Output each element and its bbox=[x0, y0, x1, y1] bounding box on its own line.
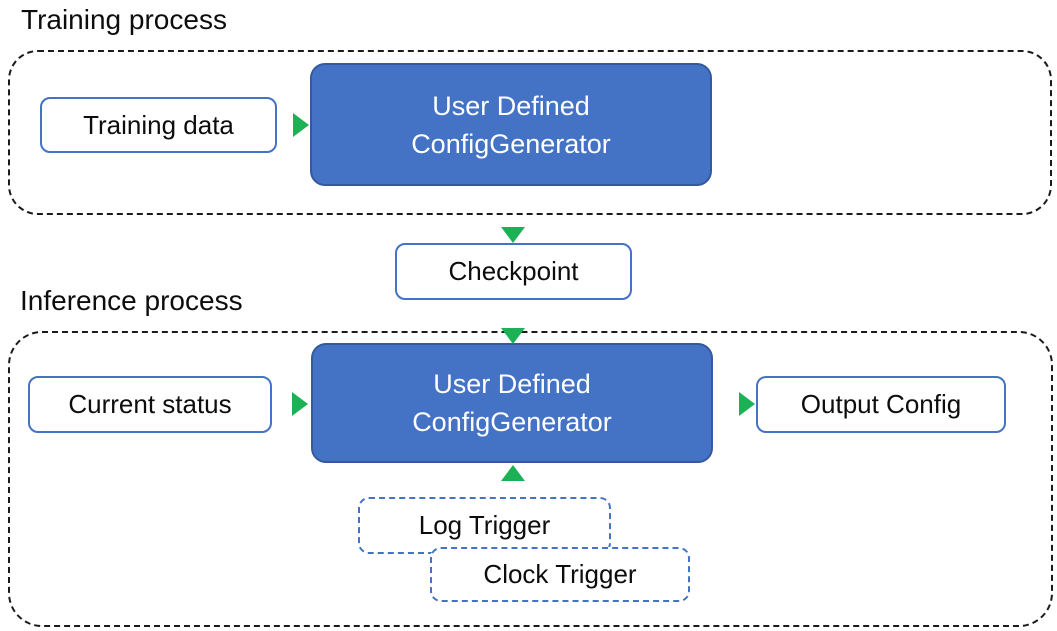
config-generator-inference-line2: ConfigGenerator bbox=[412, 407, 612, 437]
arrow-training-data-to-generator bbox=[276, 113, 309, 137]
inference-process-container bbox=[8, 331, 1053, 627]
training-process-label: Training process bbox=[21, 4, 227, 35]
arrow-head bbox=[739, 392, 755, 416]
arrow-checkpoint-to-generator bbox=[501, 301, 525, 344]
arrow-head bbox=[293, 113, 309, 137]
arrow-generator-to-output-config bbox=[713, 392, 755, 416]
clock-trigger-box: Clock Trigger bbox=[430, 547, 690, 602]
training-data-box: Training data bbox=[40, 97, 277, 153]
current-status-box: Current status bbox=[28, 376, 272, 433]
config-generator-training-box: User Defined ConfigGenerator bbox=[310, 63, 712, 186]
log-trigger-box: Log Trigger bbox=[358, 497, 611, 554]
checkpoint-box: Checkpoint bbox=[395, 243, 632, 300]
output-config-box: Output Config bbox=[756, 376, 1006, 433]
arrow-current-status-to-generator bbox=[272, 392, 308, 416]
arrow-head bbox=[292, 392, 308, 416]
arrow-generator-to-checkpoint bbox=[501, 186, 525, 243]
arrow-head bbox=[501, 227, 525, 243]
config-generator-inference-box: User Defined ConfigGenerator bbox=[311, 343, 713, 463]
arrow-triggers-to-generator bbox=[501, 465, 525, 498]
inference-process-label: Inference process bbox=[20, 285, 243, 316]
arrow-head bbox=[501, 328, 525, 344]
arrow-head bbox=[501, 465, 525, 481]
training-process-container bbox=[8, 50, 1052, 215]
config-generator-training-line2: ConfigGenerator bbox=[411, 128, 611, 159]
config-generator-training-line1: User Defined bbox=[432, 90, 590, 121]
config-generator-inference-line1: User Defined bbox=[433, 369, 591, 399]
